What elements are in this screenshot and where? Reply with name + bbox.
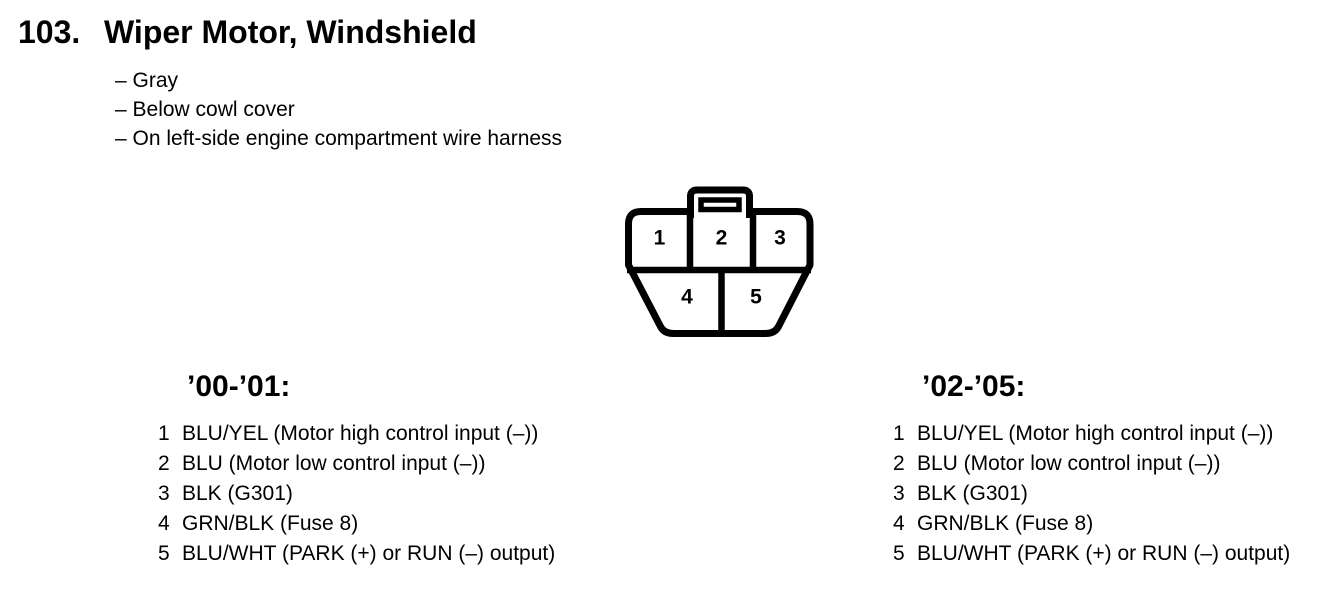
pin-description: BLU/WHT (PARK (+) or RUN (–) output) <box>917 542 1291 565</box>
pinout-column-00-01: 1 BLU/YEL (Motor high control input (–))… <box>158 419 555 569</box>
connector-lock-tab-slot <box>698 197 742 213</box>
note-item: – Below cowl cover <box>115 98 295 121</box>
pin-row: 1 BLU/YEL (Motor high control input (–)) <box>158 419 555 449</box>
pin-description: BLU/YEL (Motor high control input (–)) <box>182 422 539 445</box>
section-title: Wiper Motor, Windshield <box>104 14 477 50</box>
pin-row: 5 BLU/WHT (PARK (+) or RUN (–) output) <box>158 539 555 569</box>
pin-number: 4 <box>893 512 905 535</box>
pin-description: GRN/BLK (Fuse 8) <box>917 512 1094 535</box>
pin-row: 5 BLU/WHT (PARK (+) or RUN (–) output) <box>893 539 1290 569</box>
pin-number: 4 <box>158 512 170 535</box>
year-range-heading-02-05: ’02-’05: <box>922 370 1026 403</box>
pin-number: 5 <box>158 542 170 565</box>
pin-number: 1 <box>893 422 905 445</box>
pinout-column-02-05: 1 BLU/YEL (Motor high control input (–))… <box>893 419 1290 569</box>
note-item: – On left-side engine compartment wire h… <box>115 127 563 150</box>
pin-description: GRN/BLK (Fuse 8) <box>182 512 359 535</box>
pin-row: 4 GRN/BLK (Fuse 8) <box>158 509 555 539</box>
pin-description: BLK (G301) <box>917 482 1028 505</box>
pin-number: 2 <box>893 452 905 475</box>
pin-description: BLU/YEL (Motor high control input (–)) <box>917 422 1274 445</box>
pin-description: BLU/WHT (PARK (+) or RUN (–) output) <box>182 542 556 565</box>
pin-row: 1 BLU/YEL (Motor high control input (–)) <box>893 419 1290 449</box>
pin-row: 3 BLK (G301) <box>893 479 1290 509</box>
pin-row: 2 BLU (Motor low control input (–)) <box>158 449 555 479</box>
pin-description: BLU (Motor low control input (–)) <box>182 452 486 475</box>
pin-row: 3 BLK (G301) <box>158 479 555 509</box>
section-number: 103. <box>18 14 81 50</box>
pin-number: 3 <box>893 482 905 505</box>
pin-number: 5 <box>893 542 905 565</box>
connector-pin-label-4: 4 <box>681 286 693 309</box>
connector-pin-label-3: 3 <box>774 227 786 250</box>
pin-row: 2 BLU (Motor low control input (–)) <box>893 449 1290 479</box>
year-range-heading-00-01: ’00-’01: <box>187 370 291 403</box>
pin-row: 4 GRN/BLK (Fuse 8) <box>893 509 1290 539</box>
pin-description: BLU (Motor low control input (–)) <box>917 452 1221 475</box>
connector-pin-label-2: 2 <box>716 227 728 250</box>
notes-list: – Gray – Below cowl cover – On left-side… <box>115 66 562 153</box>
pin-number: 1 <box>158 422 170 445</box>
pin-number: 3 <box>158 482 170 505</box>
connector-pin-label-1: 1 <box>654 227 666 250</box>
connector-diagram: 1 2 3 4 5 <box>598 178 842 350</box>
note-item: – Gray <box>115 69 179 92</box>
pin-description: BLK (G301) <box>182 482 293 505</box>
connector-pin-label-5: 5 <box>750 286 762 309</box>
pin-number: 2 <box>158 452 170 475</box>
